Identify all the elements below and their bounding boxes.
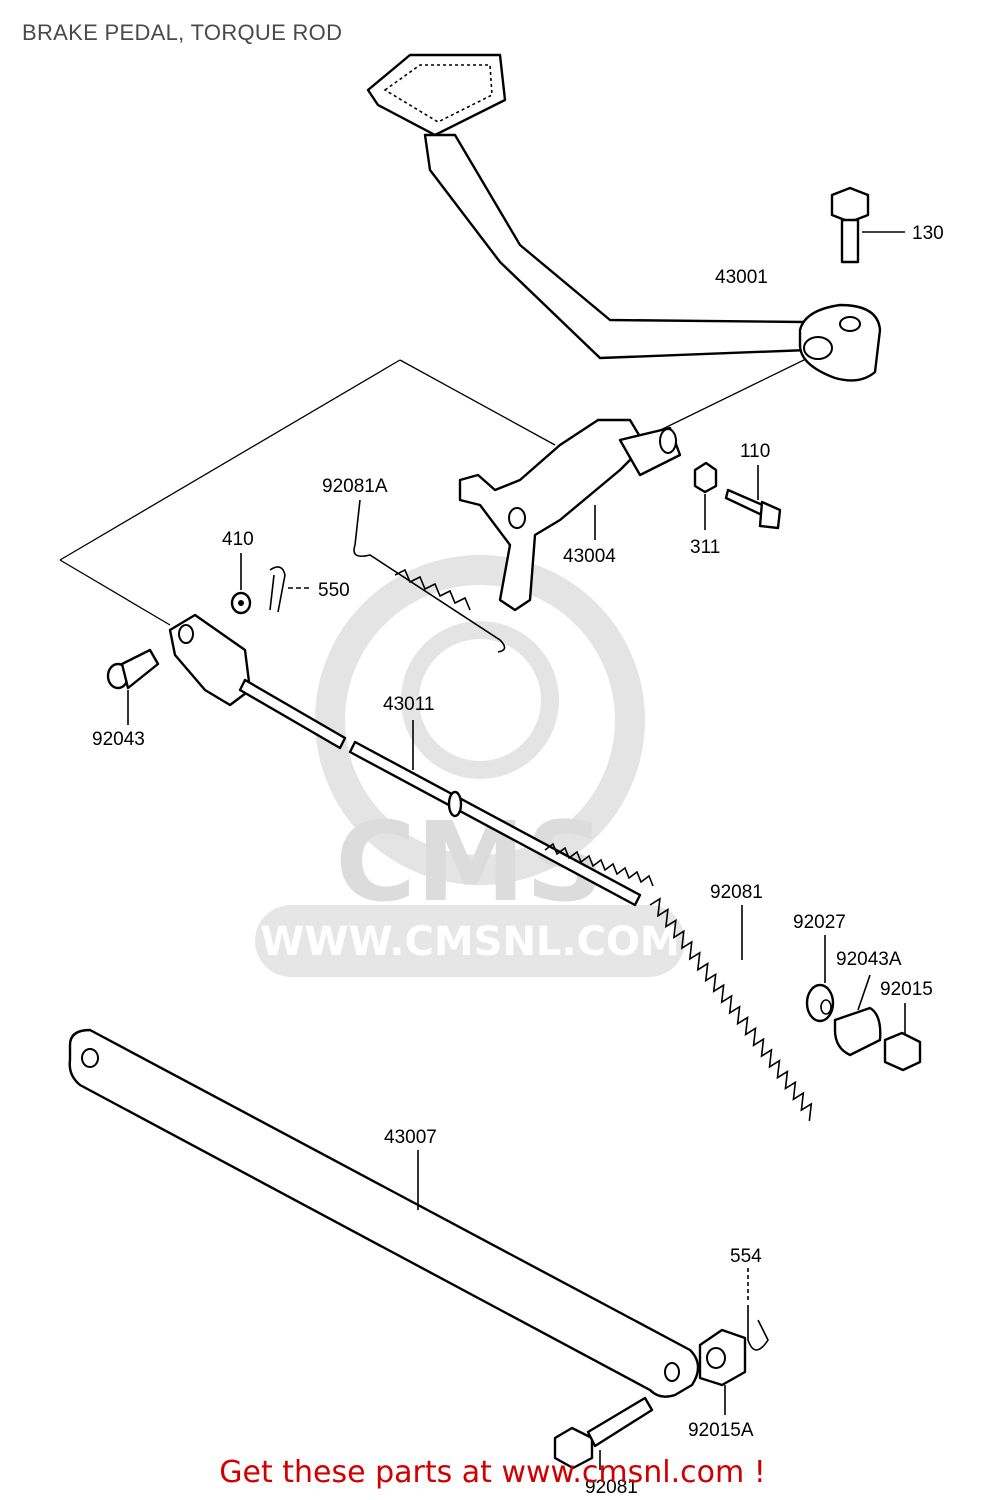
label-550: 550: [318, 580, 350, 601]
bolt-110: [724, 465, 782, 530]
label-92043: 92043: [92, 729, 145, 750]
label-410: 410: [222, 529, 254, 550]
assembly-lines: [59, 357, 809, 626]
label-92081: 92081: [710, 882, 763, 903]
bolt-92081: [553, 1396, 654, 1470]
label-92015: 92015: [880, 979, 933, 1000]
label-92043A: 92043A: [836, 949, 902, 970]
clip-554: [747, 1268, 769, 1351]
watermark-url: WWW.CMSNL.COM: [260, 919, 680, 965]
cotter-pin-550: [269, 566, 312, 613]
spring-92081: [649, 897, 813, 1121]
pin-92043: [106, 648, 160, 725]
label-92081A: 92081A: [322, 476, 388, 497]
nut-92043A: [833, 974, 882, 1057]
label-311: 311: [690, 537, 720, 558]
label-43007: 43007: [384, 1127, 437, 1148]
nut-92015A: [698, 1328, 747, 1415]
label-92015A: 92015A: [688, 1420, 754, 1441]
label-110: 110: [740, 441, 770, 462]
watermark: CMS WWW.CMSNL.COM: [255, 555, 685, 977]
page-title: BRAKE PEDAL, TORQUE ROD: [22, 20, 343, 45]
label-43011: 43011: [383, 694, 434, 715]
part-labels: 130 43001 110 92081A 43004 311 410 550 9…: [92, 223, 944, 1498]
spring-92081A: [353, 499, 506, 653]
brake-pedal: [366, 53, 882, 382]
nut-311: [693, 461, 718, 530]
washer-410: [230, 553, 252, 615]
brake-rod: [168, 613, 654, 907]
label-130: 130: [912, 223, 944, 244]
label-43001: 43001: [715, 267, 768, 288]
brake-lever: [458, 418, 682, 612]
bolt-92015: [883, 1003, 922, 1072]
label-92081-bottom: 92081: [585, 1477, 638, 1498]
washer-92027: [805, 935, 835, 1023]
label-554: 554: [730, 1246, 762, 1267]
label-43004: 43004: [563, 546, 616, 567]
bolt-130: [830, 186, 905, 264]
torque-rod: [68, 1028, 700, 1398]
footer-link[interactable]: Get these parts at www.cmsnl.com !: [219, 1455, 766, 1490]
label-92027: 92027: [793, 912, 846, 933]
